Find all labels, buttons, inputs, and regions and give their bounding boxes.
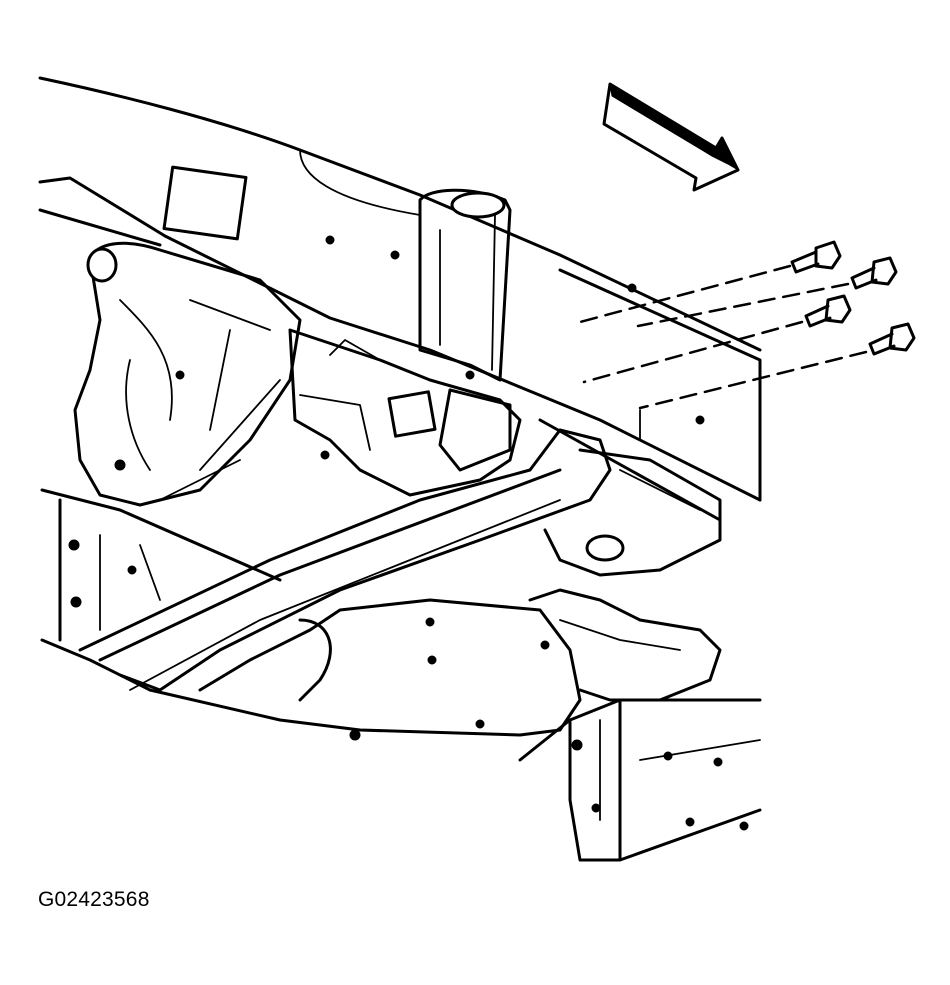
bolt-icon — [578, 240, 842, 324]
bolt-icon — [582, 294, 852, 384]
transfer-case — [73, 241, 302, 507]
lower-skid-plate — [148, 588, 722, 741]
bolt-icon — [636, 256, 898, 328]
frame-label-plate — [162, 165, 248, 241]
mounting-bolts — [578, 240, 916, 410]
crossmember — [78, 428, 612, 692]
lower-left-frame-rail — [40, 488, 282, 692]
right-frame-rail — [538, 268, 762, 577]
bolt-icon — [638, 322, 916, 410]
bottom-right-frame-rail — [518, 698, 762, 862]
direction-arrow-icon — [602, 82, 740, 192]
mount-bracket — [418, 188, 512, 382]
upper-frame-rail — [38, 76, 762, 502]
figure-code: G02423568 — [38, 888, 150, 911]
transmission-mount — [288, 328, 522, 497]
